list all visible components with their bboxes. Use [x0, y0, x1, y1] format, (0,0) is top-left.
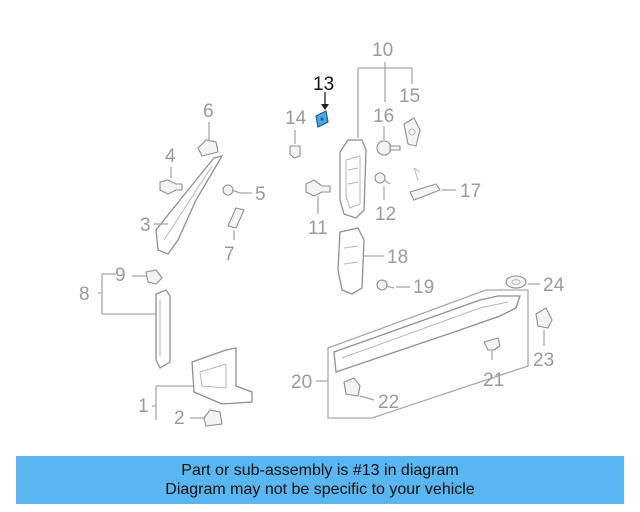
callout-7: 7: [224, 244, 235, 265]
callout-16: 16: [373, 106, 394, 127]
callout-15: 15: [399, 86, 420, 107]
callout-11: 11: [308, 218, 328, 239]
callout-12: 12: [375, 204, 396, 225]
callout-24: 24: [543, 275, 565, 296]
callout-2: 2: [174, 408, 185, 429]
part-23-clip: [535, 307, 553, 329]
part-4-bolt: [159, 179, 183, 195]
callout-8: 8: [79, 284, 90, 305]
part-9-clip: [145, 269, 163, 285]
part-1-kick-panel: [191, 347, 253, 405]
callout-4: 4: [165, 146, 176, 167]
info-banner: Part or sub-assembly is #13 in diagram D…: [16, 456, 624, 504]
part-11-bolt: [305, 179, 331, 197]
banner-line-2: Diagram may not be specific to your vehi…: [165, 481, 475, 498]
callout-18: 18: [387, 247, 408, 268]
callout-21: 21: [483, 370, 504, 391]
callout-9: 9: [115, 265, 126, 286]
part-19-screw: [376, 279, 395, 291]
part-24-grommet: [505, 275, 527, 289]
part-16-screw: [376, 140, 401, 156]
parts-diagram: 13 10 15 16 14 11 12: [79, 40, 565, 429]
callout-19: 19: [413, 277, 434, 298]
part-13-clip[interactable]: [315, 110, 329, 128]
banner-line-1: Part or sub-assembly is #13 in diagram: [181, 462, 459, 479]
callout-17: 17: [460, 181, 481, 202]
part-20-scuff-plate-box: [327, 289, 529, 419]
callout-6: 6: [203, 101, 214, 122]
callout-23: 23: [533, 350, 554, 371]
part-7-clip: [227, 207, 245, 229]
part-21-push-pin: [483, 337, 501, 360]
part-15-hook: [403, 117, 421, 147]
part-12-screw: [374, 172, 391, 185]
callout-13: 13: [313, 74, 334, 95]
callout-5: 5: [255, 184, 266, 205]
part-6-cap: [197, 139, 219, 157]
part-2-clip: [203, 409, 223, 427]
callout-22: 22: [378, 392, 399, 413]
part-10-pillar-trim: [339, 139, 367, 219]
callout-14: 14: [285, 108, 307, 129]
callout-20: 20: [291, 372, 312, 393]
callout-3: 3: [140, 215, 151, 236]
part-8-pillar-trim: [155, 289, 171, 369]
part-18-lower-trim: [337, 227, 365, 295]
part-5-screw: [222, 184, 241, 196]
part-22-clip: [343, 377, 361, 397]
part-17-handle: [409, 167, 441, 201]
part-14-bracket: [289, 145, 301, 159]
callout-10: 10: [372, 40, 393, 61]
part-3-a-pillar-trim: [155, 154, 224, 255]
callout-1: 1: [138, 396, 149, 417]
